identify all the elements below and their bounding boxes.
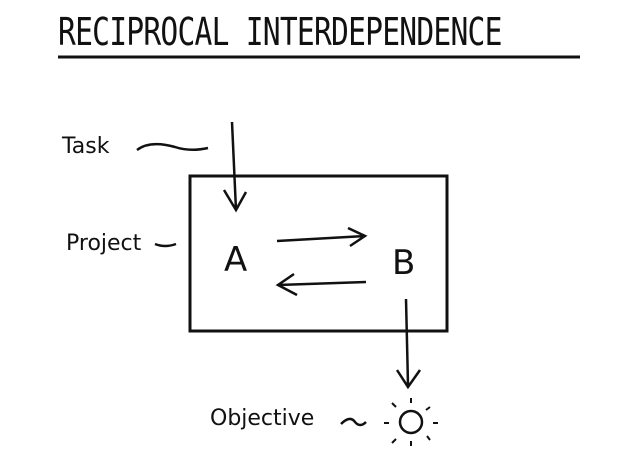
project-label: Project <box>66 231 142 256</box>
objective-arrow <box>395 298 422 390</box>
objective-label: Objective <box>210 406 315 431</box>
task-label: Task <box>62 134 110 159</box>
node-a: A <box>224 240 248 280</box>
project-box <box>188 174 449 333</box>
arrow-b-to-a <box>275 272 367 297</box>
arrow-a-to-b <box>276 226 368 248</box>
sun-icon <box>384 398 438 446</box>
node-b: B <box>392 243 416 283</box>
task-arrow <box>222 121 248 213</box>
objective-connector <box>340 417 367 427</box>
diagram-title: RECIPROCAL INTERDEPENDENCE <box>58 10 502 54</box>
project-connector <box>154 242 177 248</box>
task-connector <box>136 142 209 152</box>
